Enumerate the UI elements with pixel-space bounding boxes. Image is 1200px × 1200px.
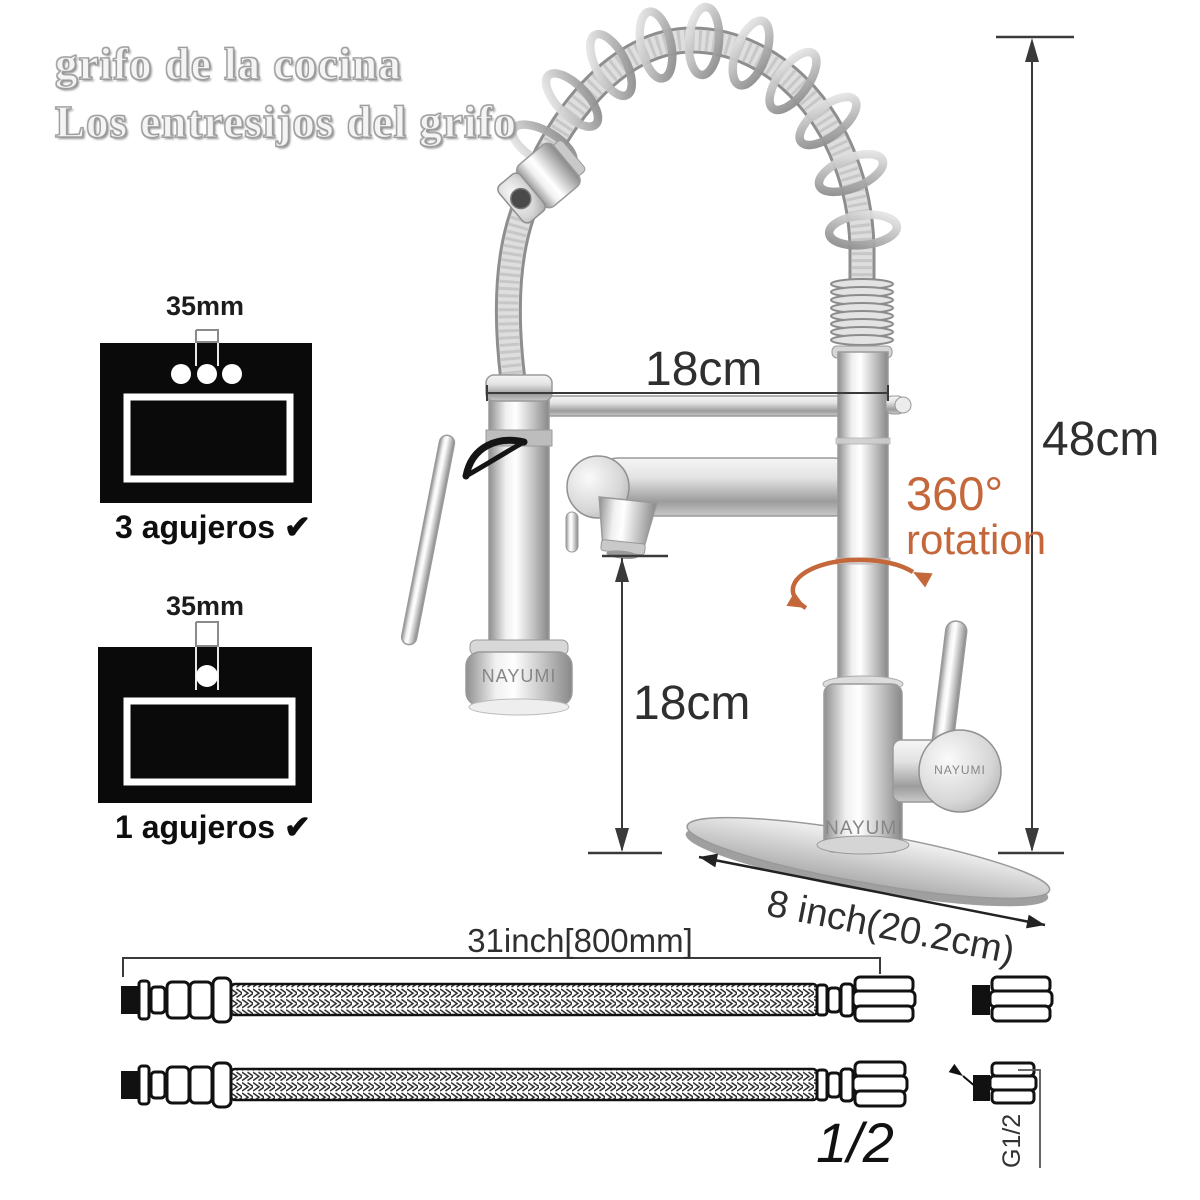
inlet-thread-size: G1/2 — [998, 1113, 1026, 1168]
page-title-line2: Los entresijos del grifo — [54, 96, 517, 147]
hose-connector-size: 1/2 — [816, 1111, 894, 1174]
brand-logo-sprayhead: NAYUMI — [481, 666, 557, 686]
hose-nut-2 — [948, 1061, 1041, 1168]
faucet-body-pipe — [816, 345, 912, 855]
rotation-word-label: rotation — [906, 516, 1047, 563]
secondary-spout — [565, 455, 863, 560]
one-hole-panel — [98, 621, 312, 803]
braided-hose-arch — [494, 26, 876, 416]
one-hole-label: 1 agujeros ✔ — [115, 809, 311, 845]
spring-coil — [508, 2, 902, 250]
hole-diameter-label-1: 35mm — [165, 591, 245, 621]
hose-nut-1 — [972, 975, 1054, 1023]
spout-height-dimension: 18cm — [633, 677, 751, 730]
hole-diameter-label-3: 35mm — [165, 291, 245, 321]
total-height-dimension: 48cm — [1042, 413, 1160, 466]
rotation-arrow — [786, 557, 933, 610]
supply-hose-2 — [121, 1060, 909, 1109]
spout-reach-dimension: 18cm — [645, 343, 763, 396]
brand-logo-handle: NAYUMI — [934, 763, 986, 777]
deck-plate — [685, 816, 1051, 907]
tight-spring — [830, 278, 894, 346]
hose-length-dimension: 31inch[800mm] — [467, 922, 693, 959]
dimension-lines — [486, 35, 1074, 929]
faucet-handle — [892, 620, 1002, 813]
spray-head — [400, 140, 586, 716]
rotation-angle-label: 360° — [906, 467, 1004, 520]
page-title-line1: grifo de la cocina — [54, 38, 402, 89]
three-holes-label: 3 agujeros ✔ — [115, 509, 311, 545]
support-bar — [519, 395, 856, 417]
supply-hose-1 — [121, 957, 917, 1024]
brand-logo-base: NAYUMI — [825, 818, 904, 839]
faucet-illustration — [400, 2, 1051, 907]
three-hole-panel — [100, 329, 312, 503]
